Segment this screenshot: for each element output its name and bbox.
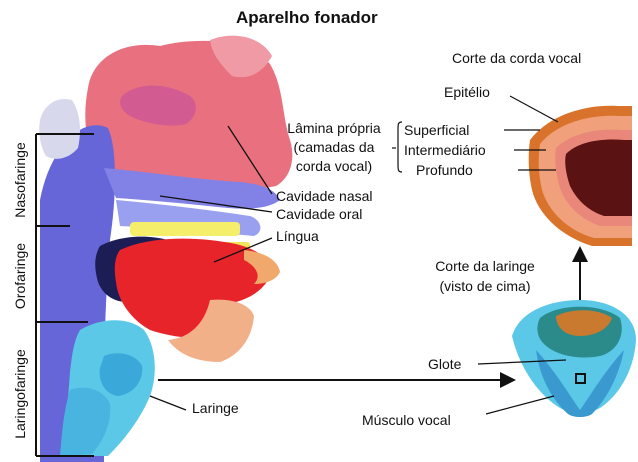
diagram-title: Aparelho fonador (236, 10, 378, 26)
laryngopharynx-label: Laringofaringe (12, 334, 28, 454)
intermediate-layer-label: Intermediário (404, 142, 486, 158)
larynx-view-title-2: (visto de cima) (410, 278, 560, 294)
larynx-view-title-1: Corte da laringe (410, 258, 560, 274)
larynx-top-view (512, 300, 636, 417)
nasal-cavity-label: Cavidade nasal (276, 188, 373, 204)
superficial-layer-label: Superficial (404, 122, 469, 138)
oral-cavity-label: Cavidade oral (276, 206, 362, 222)
larynx-label: Laringe (192, 400, 239, 416)
deep-layer-label: Profundo (416, 162, 473, 178)
epithelium-label: Epitélio (444, 84, 490, 100)
larynx-arrow (158, 372, 516, 388)
glottis-label: Glote (428, 356, 461, 372)
vocal-cord-section (529, 106, 632, 246)
tongue-label: Língua (276, 228, 319, 244)
nasopharynx-label: Nasofaringe (12, 135, 28, 225)
oropharynx-label: Orofaringe (12, 231, 28, 321)
vocal-muscle-label: Músculo vocal (362, 412, 451, 428)
occipital-shape (39, 99, 80, 159)
lamina-propria-label-3: corda vocal) (270, 158, 398, 174)
lamina-propria-label-1: Lâmina própria (270, 120, 398, 136)
upper-teeth (130, 222, 240, 236)
lamina-propria-label-2: (camadas da (270, 139, 398, 155)
vocal-cord-section-title: Corte da corda vocal (452, 50, 581, 66)
